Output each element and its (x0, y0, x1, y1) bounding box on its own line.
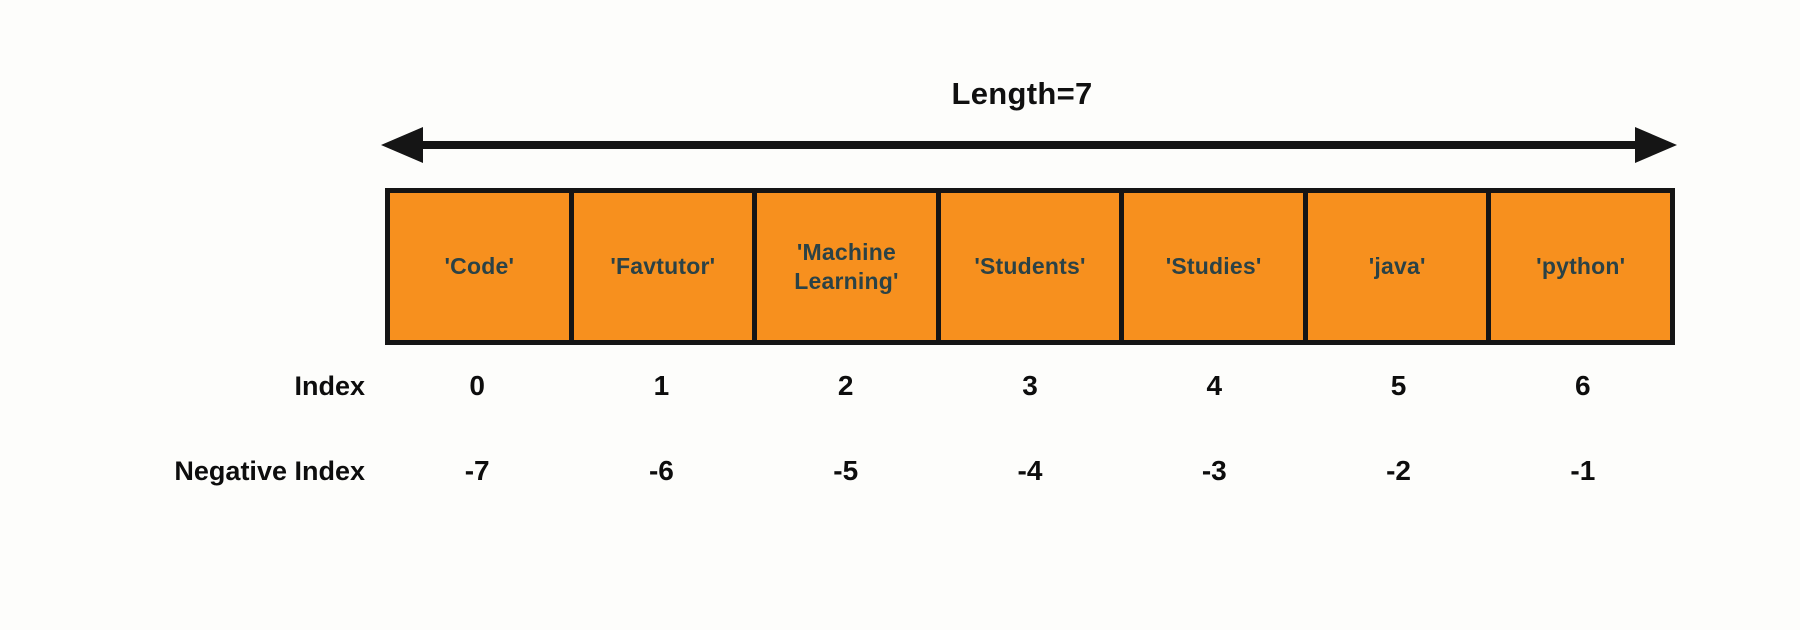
index-value: 1 (653, 370, 670, 401)
array-cell[interactable]: 'Studies' (1124, 193, 1308, 340)
index-row: 0 1 2 3 4 5 6 (385, 363, 1675, 409)
array-cell[interactable]: 'Machine Learning' (757, 193, 941, 340)
double-headed-length-arrow (375, 118, 1683, 172)
index-value: 5 (1390, 370, 1407, 401)
array-cell-label: 'java' (1368, 253, 1426, 280)
array-cells-container: 'Code' 'Favtutor' 'Machine Learning' 'St… (385, 188, 1675, 345)
negative-index-value: -3 (1201, 455, 1227, 486)
arrow-shaft (419, 141, 1639, 149)
negative-index-value: -6 (648, 455, 674, 486)
array-cell-label: 'Students' (974, 253, 1086, 280)
negative-index-row-label: Negative Index (174, 455, 365, 486)
index-value: 0 (469, 370, 485, 401)
negative-index-value: -5 (833, 455, 859, 486)
negative-index-value: -2 (1386, 455, 1411, 486)
index-row-label: Index (294, 370, 365, 401)
array-cell-label: 'Favtutor' (610, 253, 716, 280)
array-cell[interactable]: 'Favtutor' (573, 193, 758, 340)
negative-index-value: -1 (1570, 455, 1596, 486)
arrow-head-right (1635, 127, 1677, 163)
index-value: 3 (1022, 370, 1038, 401)
array-cell-label: 'Machine Learning' (794, 239, 899, 294)
array-cell[interactable]: 'python' (1491, 193, 1671, 340)
index-value: 6 (1575, 370, 1591, 401)
negative-index-value: -4 (1017, 455, 1043, 486)
array-cell-label: 'Code' (444, 253, 515, 280)
negative-index-value: -7 (464, 455, 490, 486)
length-label: Length=7 (951, 76, 1093, 111)
negative-index-row: -7 -6 -5 -4 -3 -2 -1 (385, 448, 1675, 494)
arrow-head-left (381, 127, 423, 163)
index-value: 4 (1206, 370, 1223, 401)
index-value: 2 (837, 370, 854, 401)
array-cell[interactable]: 'Code' (390, 193, 574, 340)
array-cell[interactable]: 'java' (1307, 193, 1492, 340)
array-cell-label: 'python' (1536, 253, 1626, 280)
array-cell-label: 'Studies' (1165, 253, 1262, 280)
array-cell[interactable]: 'Students' (940, 193, 1125, 340)
